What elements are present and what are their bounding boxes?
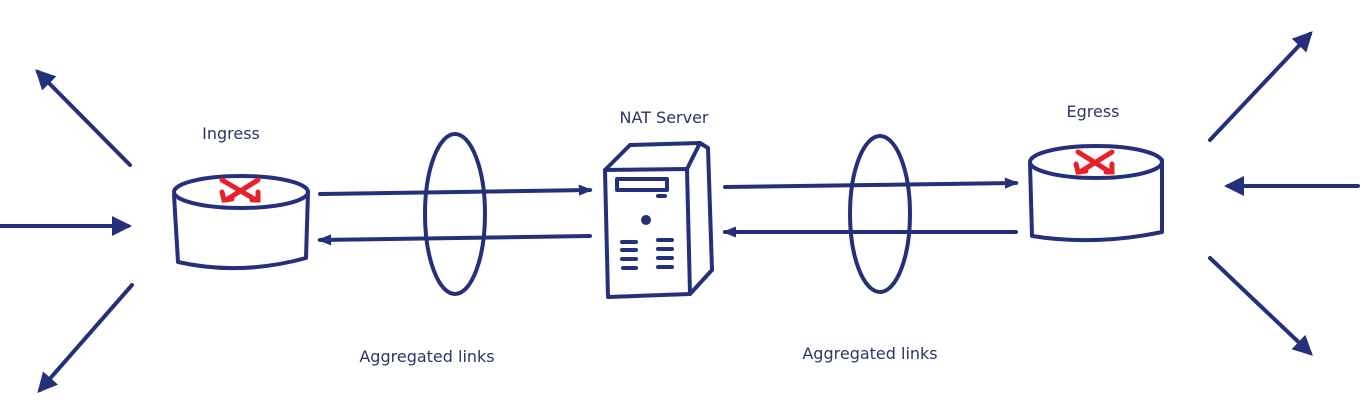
outbound-arrow-lower-right bbox=[1208, 256, 1313, 356]
link-aggregation-ellipse-left bbox=[423, 132, 487, 296]
link-nat-to-ingress bbox=[317, 234, 592, 246]
link-nat-to-egress bbox=[723, 177, 1019, 189]
outbound-arrow-upper-left bbox=[35, 69, 132, 167]
link-ingress-to-nat bbox=[318, 184, 593, 196]
ingress-router-icon bbox=[172, 174, 310, 271]
ingress-label: Ingress bbox=[202, 124, 260, 143]
nat-server-icon bbox=[603, 141, 714, 299]
aggregated-links-label-right: Aggregated links bbox=[802, 344, 937, 363]
aggregated-links-label-left: Aggregated links bbox=[359, 347, 494, 366]
outbound-arrow-lower-left bbox=[37, 283, 134, 394]
egress-label: Egress bbox=[1066, 102, 1119, 121]
nat-server-label: NAT Server bbox=[620, 108, 709, 127]
egress-router-icon bbox=[1028, 144, 1164, 243]
outbound-arrow-upper-right bbox=[1208, 31, 1313, 142]
link-aggregation-ellipse-right bbox=[848, 134, 912, 294]
